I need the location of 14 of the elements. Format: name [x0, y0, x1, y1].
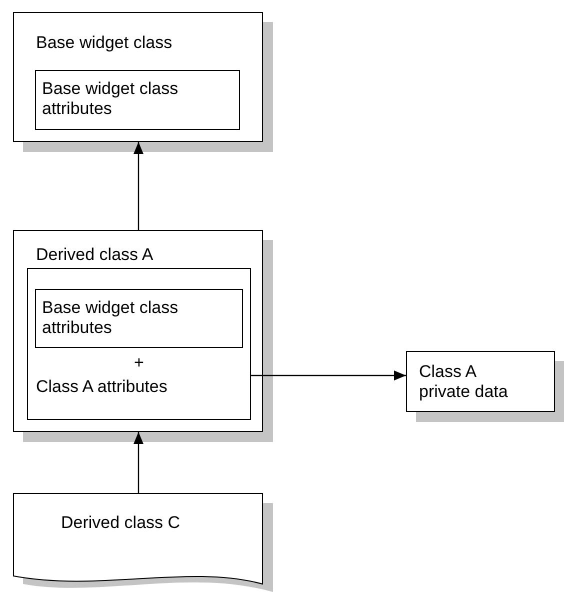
- arrow: [134, 432, 144, 493]
- attributes-box: [35, 289, 243, 348]
- arrow: [134, 142, 144, 230]
- arrow: [251, 370, 406, 380]
- attributes-text: Base widget class attributes: [42, 298, 180, 338]
- class-title: Base widget class: [36, 33, 172, 53]
- class-title: Derived class C: [61, 513, 180, 533]
- attributes-text: Base widget class attributes: [42, 79, 180, 119]
- plus-sign: +: [134, 353, 144, 373]
- attributes-box: [35, 70, 240, 130]
- attributes-box: [27, 268, 251, 420]
- attributes-text: Class A attributes: [36, 377, 168, 397]
- data-text: Class A private data: [419, 362, 509, 402]
- class-title: Derived class A: [36, 245, 154, 265]
